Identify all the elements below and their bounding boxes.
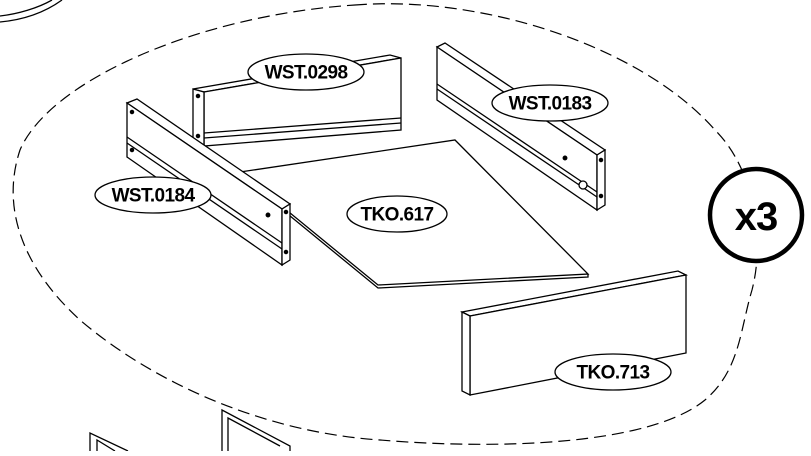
part-label-wst-0298: WST.0298	[247, 53, 365, 91]
part-code: TKO.617	[361, 205, 434, 226]
part-code: WST.0184	[112, 186, 196, 207]
quantity-text: x3	[735, 195, 778, 239]
part-label-wst-0183: WST.0183	[491, 84, 609, 122]
part-code: TKO.713	[577, 363, 650, 384]
part-code: WST.0183	[509, 94, 592, 115]
part-label-wst-0184: WST.0184	[94, 176, 212, 214]
partial-parts-bottom	[89, 408, 291, 452]
left-rail-part	[125, 98, 292, 267]
part-label-tko-713: TKO.713	[554, 353, 672, 391]
front-panel-part	[459, 270, 689, 397]
group-outline	[12, 3, 758, 445]
neighbor-outline	[0, 0, 63, 23]
part-code: WST.0298	[265, 63, 348, 84]
quantity-badge: x3	[707, 166, 805, 264]
part-label-tko-617: TKO.617	[346, 195, 448, 233]
